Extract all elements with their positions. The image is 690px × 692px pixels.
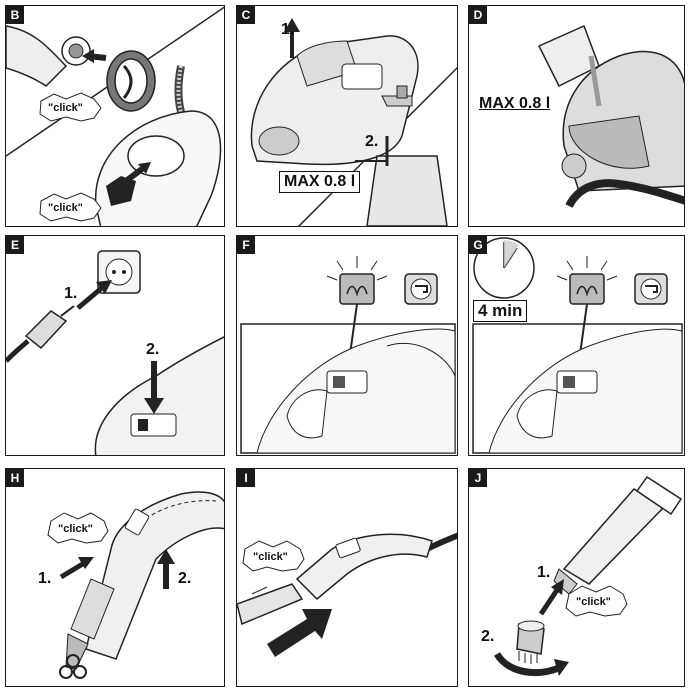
panel-g: G 4 min (468, 235, 685, 456)
panel-label: D (469, 6, 487, 24)
brush-icon (59, 654, 87, 679)
panel-label: I (237, 469, 255, 487)
step-1-label: 1. (537, 564, 550, 581)
panel-c-illustration: 1. 2. (250, 18, 457, 226)
panel-f-illustration (240, 256, 456, 454)
max-fill-label: MAX 0.8 l (279, 171, 361, 193)
panel-e-illustration: 1. 2. (6, 250, 224, 455)
panel-b: B "click" "click" (5, 5, 225, 227)
panel-j-illustration: "click" 1. 2. (481, 475, 683, 677)
water-tap-icon (634, 273, 668, 305)
panel-b-illustration: "click" "click" (6, 6, 224, 226)
click-label: "click" (576, 596, 611, 608)
click-label: "click" (58, 523, 93, 535)
step-1-label: 1. (38, 570, 51, 587)
step-2-label: 2. (481, 628, 494, 645)
clock-icon (473, 237, 535, 299)
panel-h: H "click" 1. 2. (5, 468, 225, 687)
click-label: "click" (48, 102, 83, 114)
step-1-label: 1. (64, 285, 77, 302)
panel-label: E (6, 236, 24, 254)
step-1-label: 1. (281, 21, 294, 38)
panel-e: E 1. 2. (5, 235, 225, 456)
panel-f: F (236, 235, 458, 456)
click-label-2: "click" (48, 202, 83, 214)
round-brush-icon (516, 620, 545, 664)
water-tap-icon (404, 273, 438, 305)
time-label: 4 min (473, 300, 528, 322)
max-fill-label: MAX 0.8 l (479, 95, 551, 112)
panel-label: B (6, 6, 24, 24)
panel-i-illustration: "click" (237, 532, 457, 657)
panel-c: C 1. 2. MAX 0.8 l (236, 5, 458, 227)
panel-label: F (237, 236, 255, 254)
panel-label: G (469, 236, 487, 254)
click-label: "click" (253, 551, 288, 563)
panel-i: I "click" (236, 468, 458, 687)
panel-g-illustration (472, 237, 683, 454)
panel-label: C (237, 6, 255, 24)
heating-indicator-icon (326, 256, 388, 305)
panel-h-illustration: "click" 1. 2. (38, 491, 224, 679)
step-2-label: 2. (178, 570, 191, 587)
panel-d-illustration (537, 24, 684, 209)
panel-d: D MAX 0.8 l (468, 5, 685, 227)
step-2-label: 2. (365, 133, 378, 150)
panel-label: J (469, 469, 487, 487)
panel-label: H (6, 469, 24, 487)
step-2-label: 2. (146, 341, 159, 358)
heating-indicator-icon (556, 256, 618, 305)
panel-j: J "click" 1. 2. (468, 468, 685, 687)
